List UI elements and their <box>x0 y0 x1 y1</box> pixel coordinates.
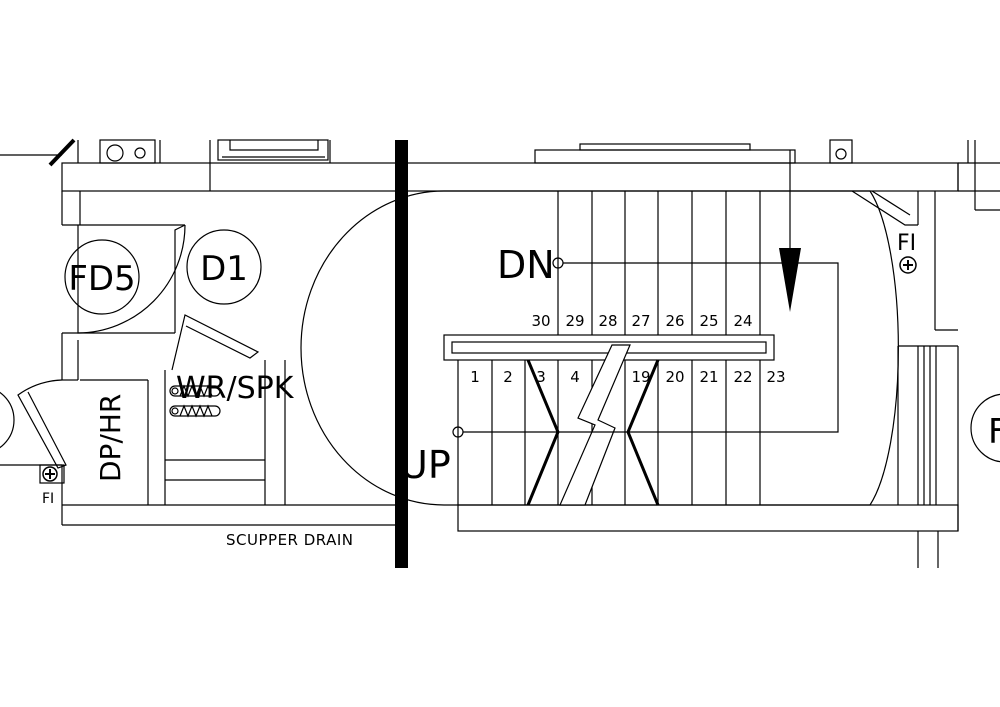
left-room-walls <box>61 191 400 526</box>
exterior-walls <box>0 140 1000 211</box>
tread-numbers-lower: 1 2 3 4 19 20 21 22 23 <box>470 368 785 386</box>
direction-path: DN UP <box>400 150 839 487</box>
svg-text:26: 26 <box>665 312 684 330</box>
svg-text:22: 22 <box>733 368 752 386</box>
svg-text:30: 30 <box>531 312 550 330</box>
svg-text:2: 2 <box>503 368 513 386</box>
svg-text:24: 24 <box>733 312 752 330</box>
svg-text:FI: FI <box>897 231 916 256</box>
fire-extinguisher-icon-right: FI <box>897 231 917 274</box>
dp-hr-label: DP/HR <box>94 394 127 482</box>
svg-text:28: 28 <box>598 312 617 330</box>
edge-tag-left <box>0 391 15 449</box>
svg-text:4: 4 <box>570 368 580 386</box>
svg-text:25: 25 <box>699 312 718 330</box>
svg-text:20: 20 <box>665 368 684 386</box>
svg-text:23: 23 <box>766 368 785 386</box>
svg-text:29: 29 <box>565 312 584 330</box>
door-tag-d1: D1 <box>186 229 262 305</box>
svg-text:27: 27 <box>631 312 650 330</box>
stair-treads <box>457 191 761 505</box>
svg-text:FI: FI <box>42 491 54 507</box>
svg-text:D1: D1 <box>200 249 248 289</box>
section-cut-mark <box>48 138 76 167</box>
up-label: UP <box>400 443 451 487</box>
wr-spk-label: WR/SPK <box>176 371 295 406</box>
section-break-line <box>395 140 408 568</box>
svg-text:FD5: FD5 <box>68 259 135 299</box>
door-tag-fd5: FD5 <box>64 239 140 315</box>
top-fixtures <box>99 139 853 164</box>
svg-text:19: 19 <box>631 368 650 386</box>
svg-text:3: 3 <box>536 368 546 386</box>
scupper-drain-label: SCUPPER DRAIN <box>226 531 354 549</box>
dn-label: DN <box>497 243 555 287</box>
wet-riser-sprinkler: WR/SPK <box>169 371 295 418</box>
edge-tag-right: F <box>970 393 1000 463</box>
right-walls <box>851 190 959 568</box>
fire-extinguisher-icon-left: FI <box>39 464 65 507</box>
svg-text:21: 21 <box>699 368 718 386</box>
svg-text:1: 1 <box>470 368 480 386</box>
staircase: 30 29 28 27 26 25 24 1 2 3 4 19 20 21 22… <box>300 150 959 532</box>
tread-numbers-upper: 30 29 28 27 26 25 24 <box>531 312 752 330</box>
down-arrow-icon <box>779 248 801 312</box>
svg-text:F: F <box>988 412 1000 452</box>
